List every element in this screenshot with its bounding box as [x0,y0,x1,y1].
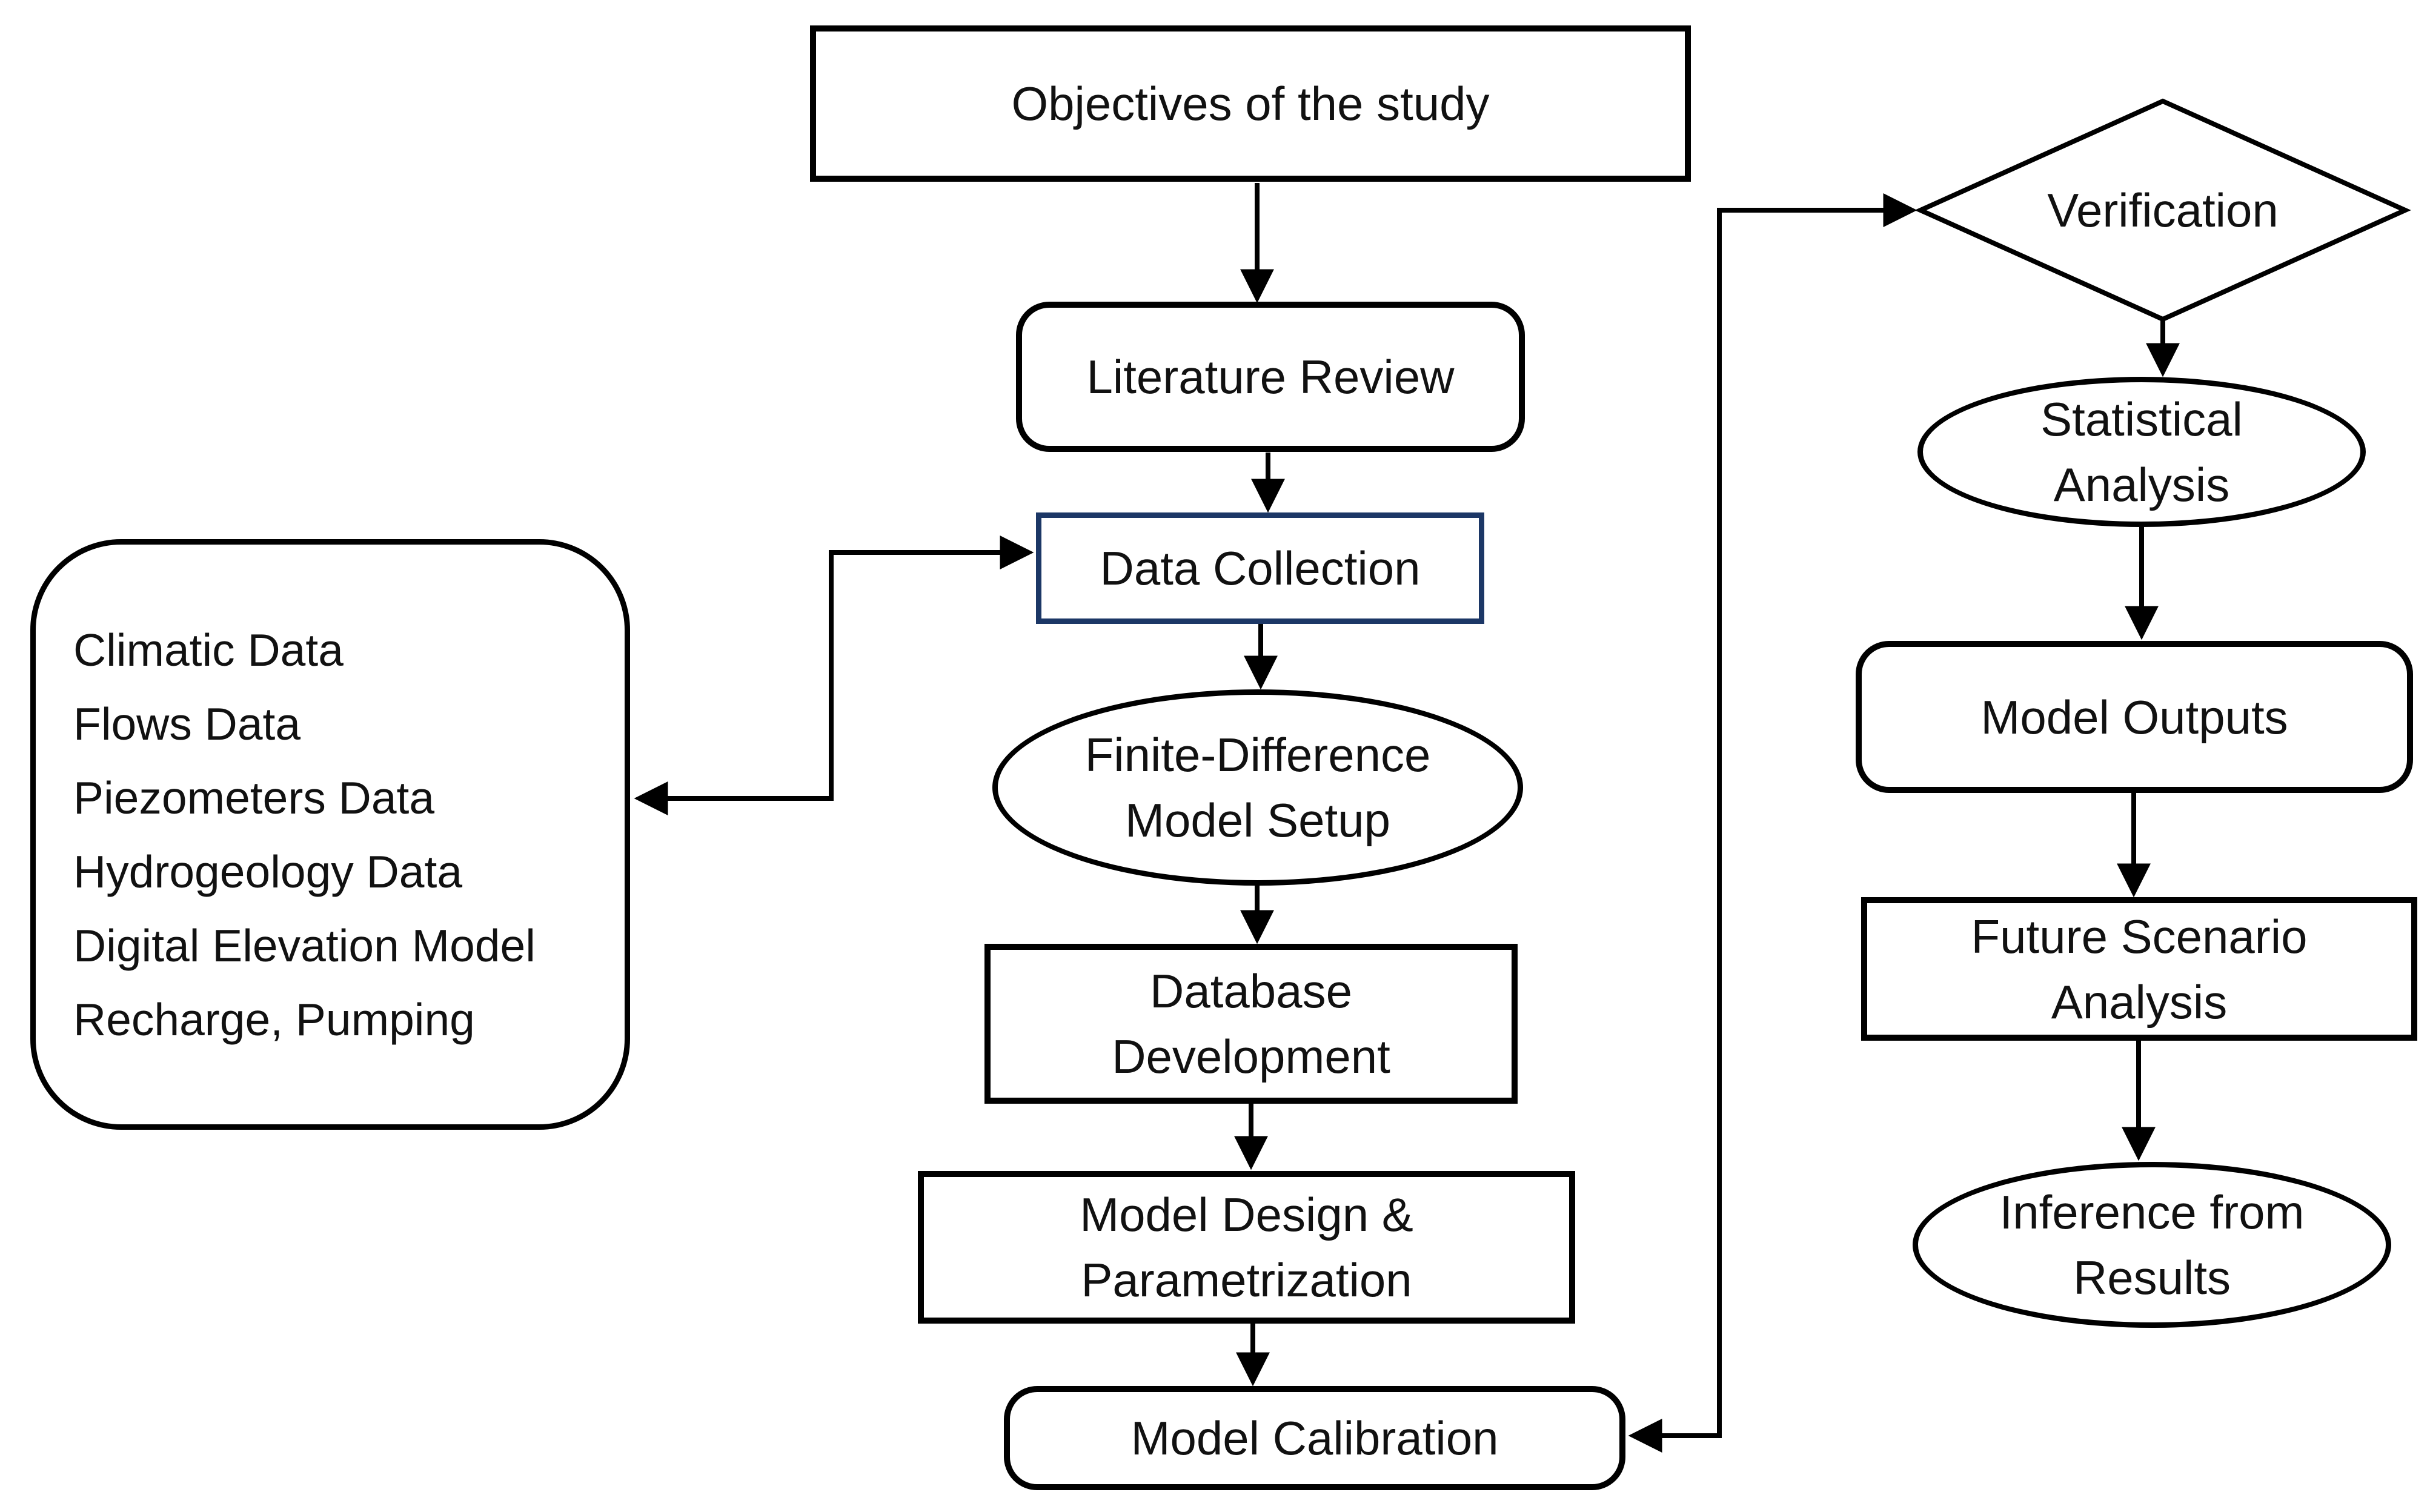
node-statistical-analysis: Statistical Analysis [1917,377,2366,527]
arrow-model-calibration-verification-bidirectional [1628,193,1917,1453]
node-database-development: Database Development [984,944,1518,1104]
node-data-inputs-list: Climatic Data Flows Data Piezometers Dat… [30,539,630,1130]
node-model-design-parametrization: Model Design & Parametrization [918,1171,1575,1324]
node-verification-label: Verification [2047,184,2279,237]
node-literature-review: Literature Review [1016,302,1525,452]
list-item: Digital Elevation Model [73,920,536,971]
list-item: Recharge, Pumping [73,993,475,1045]
verification-diamond-shape [1914,98,2411,322]
list-item: Flows Data [73,698,301,749]
list-item: Hydrogeology Data [73,846,463,897]
node-data-collection: Data Collection [1036,512,1484,624]
node-inference-from-results: Inference from Results [1913,1162,2391,1328]
node-finite-difference-model-setup: Finite-Difference Model Setup [992,689,1523,886]
node-model-calibration: Model Calibration [1004,1386,1625,1490]
arrow-data-inputs-data-collection-bidirectional [634,536,1034,815]
node-objectives: Objectives of the study [810,25,1691,182]
list-item: Climatic Data [73,624,344,675]
node-model-outputs: Model Outputs [1856,641,2413,793]
list-item: Piezometers Data [73,772,435,823]
node-future-scenario-analysis: Future Scenario Analysis [1861,897,2417,1041]
